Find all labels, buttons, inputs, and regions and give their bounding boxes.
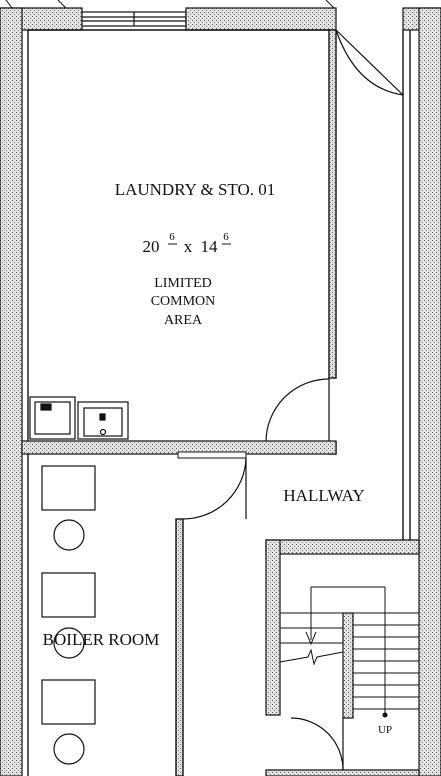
boiler-walls bbox=[27, 454, 184, 776]
stair-up-label: UP bbox=[378, 724, 392, 736]
laundry-note-line-1: LIMITED bbox=[154, 276, 212, 291]
boiler-door bbox=[182, 457, 247, 520]
boiler-room-label: BOILER ROOM bbox=[43, 630, 160, 649]
entry-door-swing bbox=[335, 29, 404, 96]
sink-fixture bbox=[77, 401, 129, 440]
stair-up-marker bbox=[382, 712, 388, 718]
dim-height-sup: 6 bbox=[223, 231, 229, 243]
dim-width: 20 bbox=[143, 237, 160, 256]
laundry-bottom-wall bbox=[21, 440, 337, 459]
laundry-room-label: LAUNDRY & STO. 01 bbox=[115, 180, 276, 199]
hallway-label: HALLWAY bbox=[283, 486, 364, 505]
dim-width-sup: 6 bbox=[169, 231, 175, 243]
left-wall bbox=[0, 7, 23, 776]
stair-door bbox=[290, 717, 344, 771]
dim-sep: x bbox=[184, 237, 193, 256]
dim-height: 14 bbox=[201, 237, 219, 256]
laundry-walls bbox=[27, 29, 337, 455]
top-window bbox=[81, 11, 187, 27]
laundry-note-line-2: COMMON bbox=[151, 294, 216, 309]
top-marks bbox=[5, 0, 335, 9]
hall-right-wall bbox=[402, 30, 411, 540]
exterior-walls bbox=[0, 7, 441, 776]
stair-treads bbox=[279, 586, 419, 715]
laundry-dimensions: 20 6 x 14 6 bbox=[143, 231, 231, 256]
stair-enclosure bbox=[265, 539, 420, 776]
laundry-note-line-3: AREA bbox=[164, 313, 203, 328]
washer-fixture bbox=[29, 396, 76, 440]
boiler-units bbox=[41, 465, 96, 765]
laundry-door bbox=[265, 378, 330, 443]
right-wall bbox=[418, 7, 441, 776]
top-wall-right bbox=[185, 7, 337, 31]
